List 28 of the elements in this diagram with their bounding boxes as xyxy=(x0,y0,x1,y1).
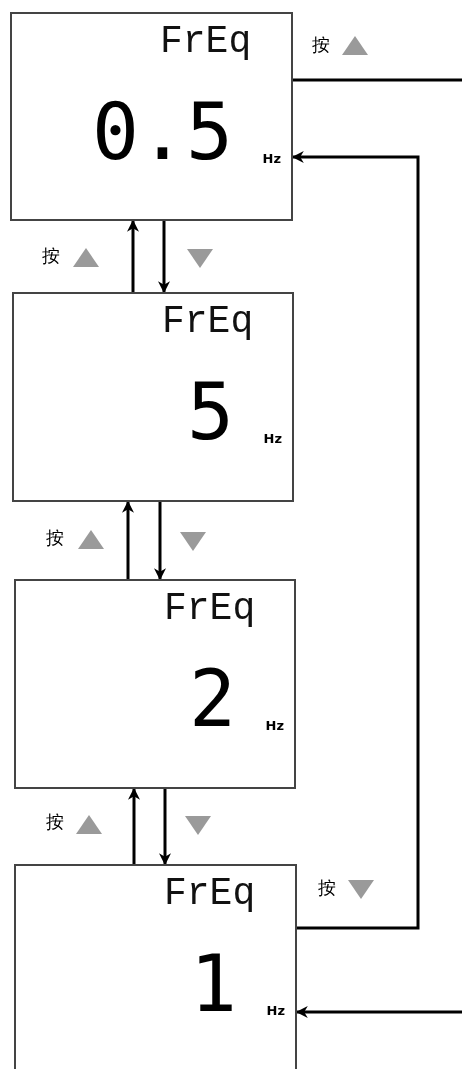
mode-text: FrEq xyxy=(164,589,256,629)
edge-label: 按 xyxy=(318,878,336,898)
display-screen xyxy=(14,864,297,1069)
display-screen xyxy=(12,292,294,502)
display-screen xyxy=(10,12,293,221)
mode-text: FrEq xyxy=(160,22,252,62)
unit-label: Hz xyxy=(265,719,284,733)
arrow xyxy=(127,219,139,292)
edge-label: 按 xyxy=(46,812,64,832)
reading-value: 2 xyxy=(189,659,236,739)
unit-label: Hz xyxy=(262,152,281,166)
edge-label: 按 xyxy=(46,528,64,548)
unit-label: Hz xyxy=(266,1004,285,1018)
unit-label: Hz xyxy=(263,432,282,446)
reading-value: 5 xyxy=(187,372,234,452)
arrow xyxy=(154,502,166,581)
reading-value: 1 xyxy=(190,944,237,1024)
arrow xyxy=(159,789,171,866)
connector-line xyxy=(293,78,462,82)
display-screen xyxy=(14,579,296,789)
arrow xyxy=(158,221,170,294)
edge-label: 按 xyxy=(42,246,60,266)
arrow xyxy=(122,500,134,579)
edge-label: 按 xyxy=(312,35,330,55)
reading-value: 0.5 xyxy=(92,92,233,172)
arrow xyxy=(128,787,140,864)
mode-text: FrEq xyxy=(162,302,254,342)
mode-text: FrEq xyxy=(164,874,256,914)
